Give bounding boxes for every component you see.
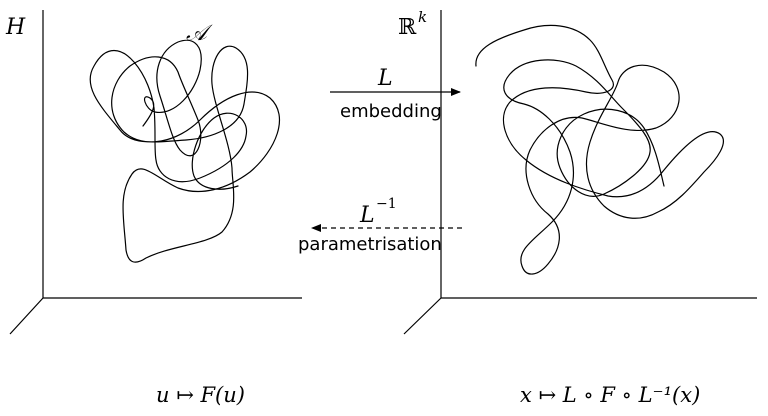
left-depth-axis — [9, 297, 44, 335]
left-attractor-curve — [89, 39, 281, 263]
right-map-formula: x ↦ L ∘ F ∘ L⁻¹(x) — [520, 383, 700, 407]
right-axes — [403, 10, 757, 335]
left-axes — [9, 10, 302, 335]
left-map-formula: u ↦ F(u) — [156, 383, 245, 407]
right-depth-axis — [403, 297, 442, 335]
right-axis-label: ℝ k — [398, 8, 427, 40]
embedding-arrow: L embedding — [330, 66, 461, 122]
attractor-label: 𝒜 — [186, 21, 213, 46]
embedding-caption: embedding — [340, 101, 442, 122]
embedding-symbol: L — [377, 66, 393, 91]
parametrisation-arrow: L −1 parametrisation — [298, 196, 462, 255]
right-embedded-curve — [475, 24, 724, 275]
parametrisation-symbol-base: L — [359, 203, 375, 228]
right-axis-label-base: ℝ — [398, 15, 417, 40]
right-axis-label-exponent: k — [418, 8, 427, 26]
left-axis-label: H — [5, 15, 26, 40]
parametrisation-caption: parametrisation — [298, 234, 442, 255]
parametrisation-symbol-exponent: −1 — [376, 196, 397, 212]
